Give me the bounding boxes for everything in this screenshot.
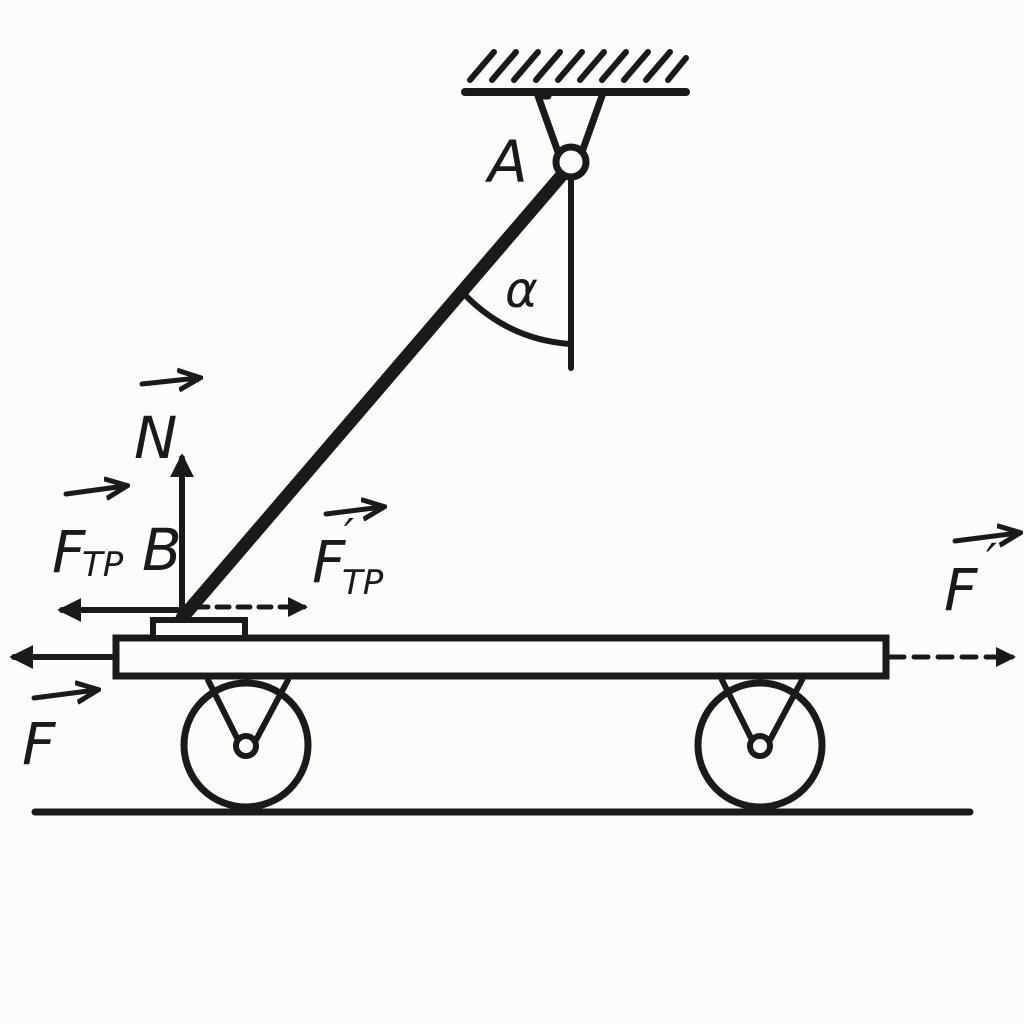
friction-reaction-label: F	[312, 528, 347, 596]
friction-force-label: F	[52, 518, 87, 586]
angle-arc	[463, 293, 574, 347]
right-wheel	[694, 677, 826, 811]
applied-reaction-vector-overbar	[952, 533, 1018, 541]
normal-force-label: N	[134, 404, 177, 472]
friction-reaction-prime: ′	[344, 510, 354, 561]
rod	[175, 161, 575, 625]
hinge-pin	[552, 143, 590, 181]
friction-reaction-subscript: ТР	[342, 563, 384, 603]
point-b-label: B	[142, 516, 182, 584]
cart	[112, 617, 890, 811]
left-wheel	[180, 677, 312, 811]
applied-force-vector-overbar	[31, 690, 96, 698]
hinge-bracket	[534, 92, 606, 156]
rod-contact-block	[150, 617, 248, 641]
cart-platform	[112, 634, 890, 680]
applied-force-label: F	[22, 710, 57, 778]
friction-vector-overbar	[63, 486, 125, 494]
applied-reaction-prime: ′	[986, 534, 997, 590]
friction-reaction-vector-overbar	[323, 507, 382, 514]
applied-reaction-label: F	[944, 556, 979, 624]
ceiling-support	[461, 49, 690, 96]
point-a-label: A	[484, 128, 528, 196]
normal-vector-overbar	[139, 378, 198, 384]
friction-force-subscript: ТР	[82, 545, 124, 585]
angle-label: α	[505, 261, 538, 319]
